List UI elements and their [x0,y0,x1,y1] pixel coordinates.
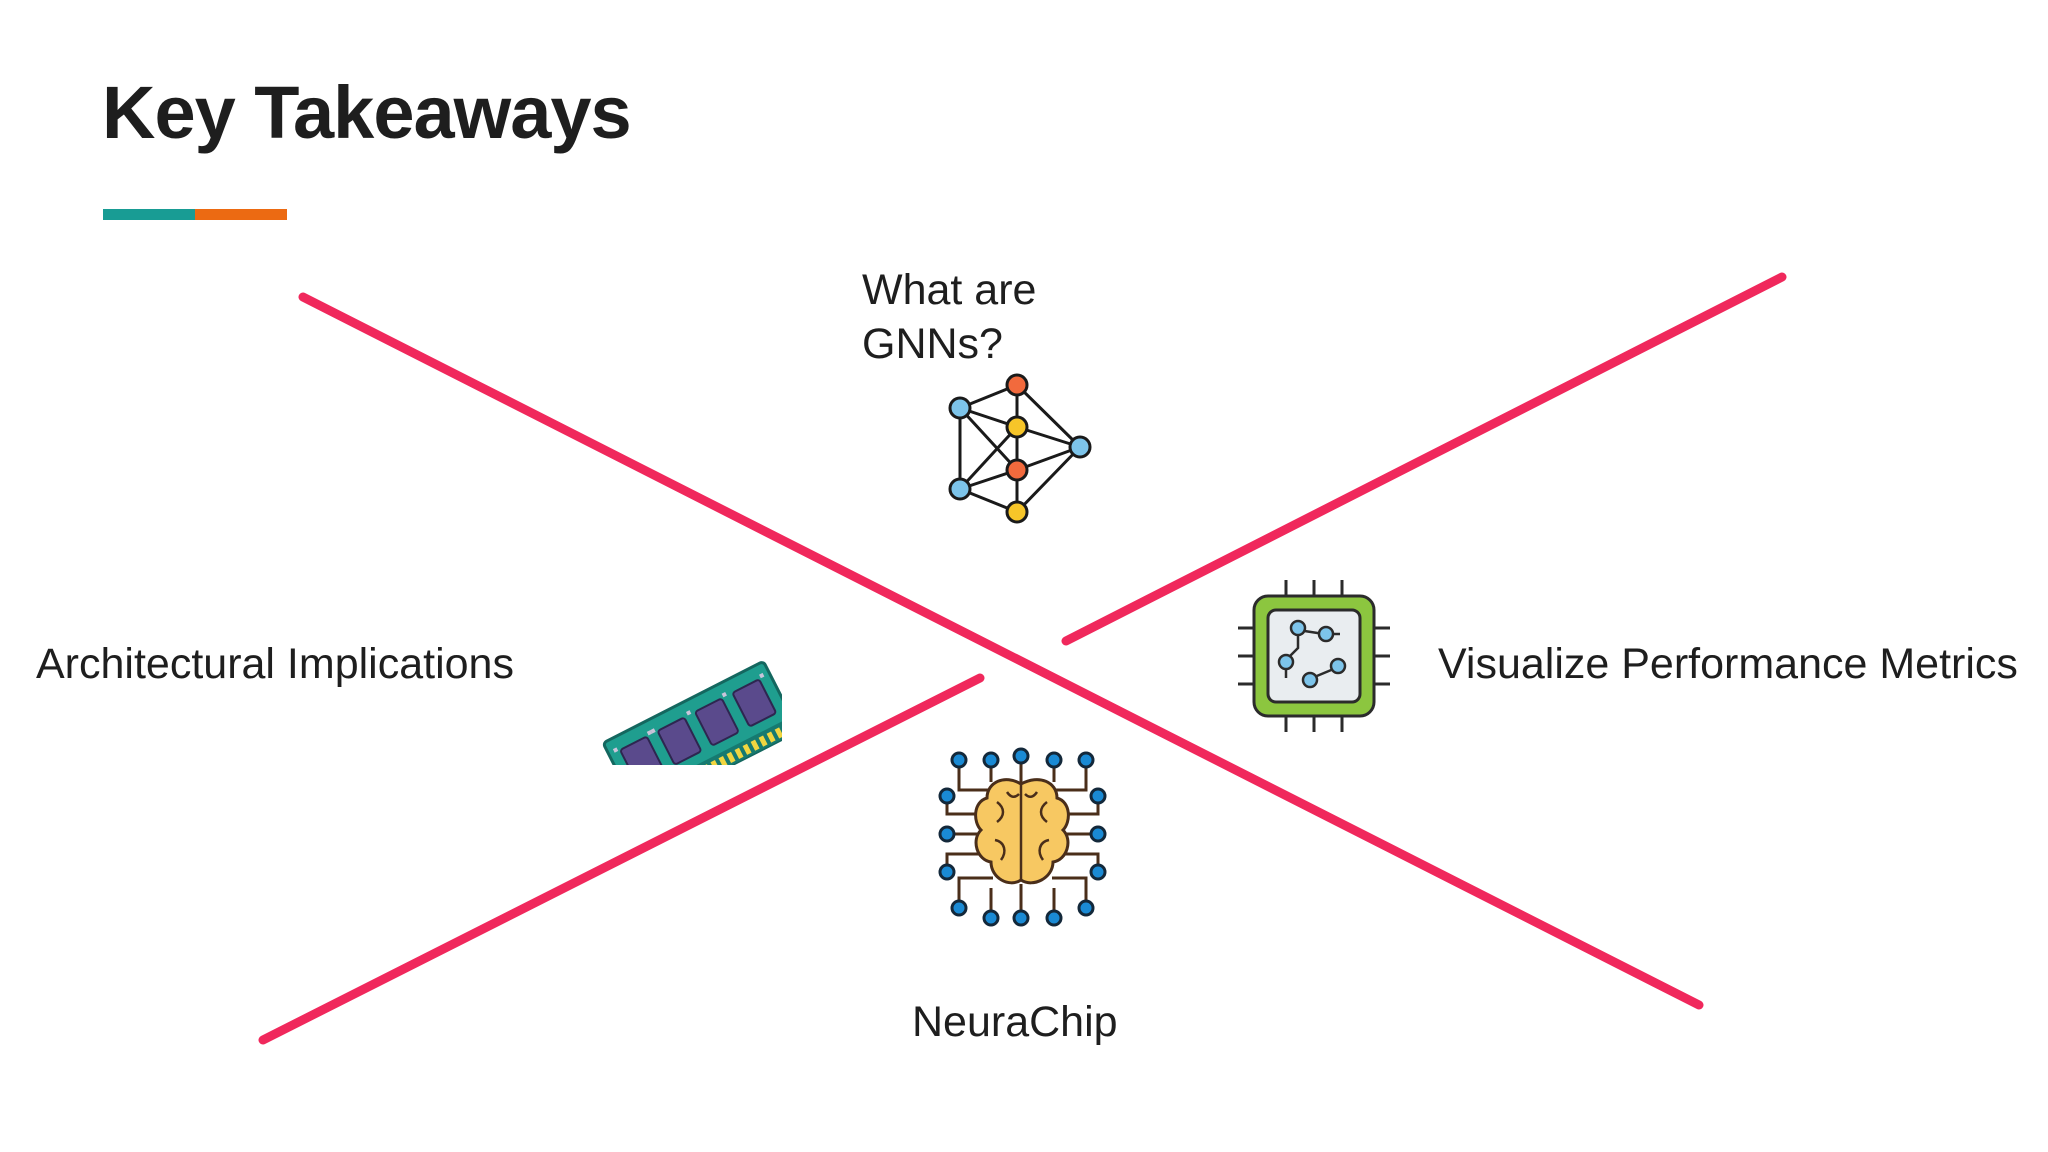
slide-title: Key Takeaways [102,71,632,154]
label-gnn-line2: GNNs? [862,319,1003,368]
processor-chip-icon [1236,578,1392,734]
divider-line-lower-left [258,673,985,1045]
title-underline [103,209,287,220]
ram-module-icon [597,565,799,813]
label-gnn-line1: What are [862,266,1037,314]
underline-orange-segment [195,209,287,220]
ai-brain-circuit-icon [935,742,1110,932]
divider-line-main-diagonal [298,292,1704,1010]
divider-line-upper-right [1061,272,1787,646]
label-neurachip: NeuraChip [912,998,1118,1046]
underline-teal-segment [103,209,195,220]
label-what-are-gnns: What are GNNs? [862,264,1082,372]
graph-network-icon [935,368,1110,533]
label-visualize-performance-metrics: Visualize Performance Metrics [1438,640,2018,688]
label-architectural-implications: Architectural Implications [36,640,514,688]
